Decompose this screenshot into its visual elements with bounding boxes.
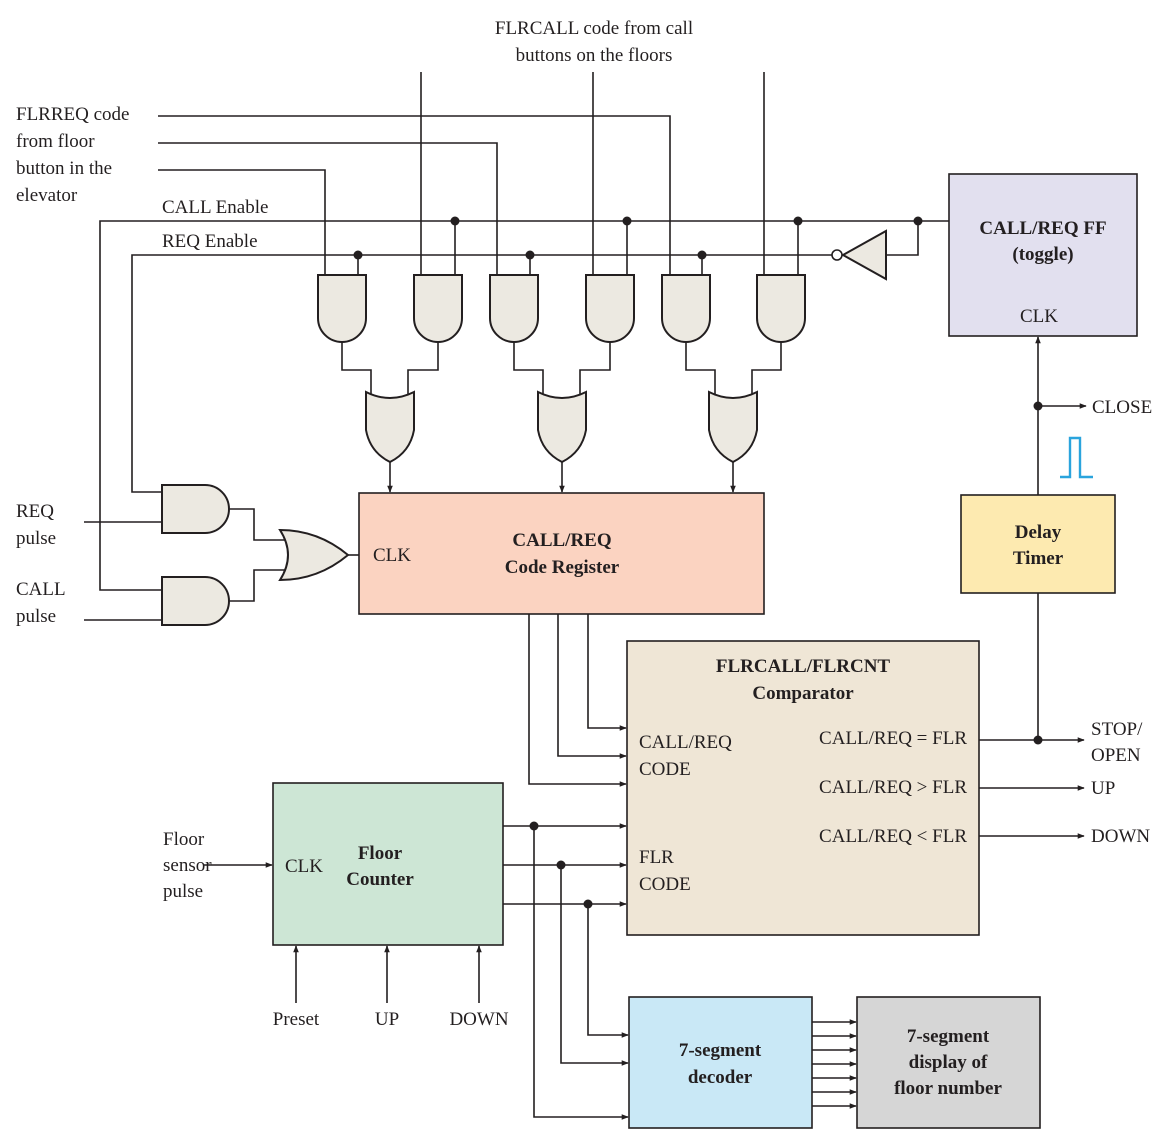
display-subtitle: display of <box>909 1052 988 1073</box>
call-enable-junction-2 <box>622 216 632 226</box>
req-enable-junction-2 <box>525 250 535 260</box>
call-enable-bus <box>99 220 949 591</box>
floor-sensor-label: Floor <box>163 829 205 850</box>
reg-cmp-wire-2 <box>557 614 627 759</box>
req-enable-junction-1 <box>353 250 363 260</box>
flrreq-label-4: elevator <box>16 185 78 206</box>
call-pulse-label-2: pulse <box>16 606 56 627</box>
and-gate-req-2 <box>489 274 539 343</box>
comparator-block <box>626 640 980 936</box>
pulse-icon <box>1060 436 1093 479</box>
req-and-or-wire <box>229 508 287 541</box>
comparator-eq-label: CALL/REQ = FLR <box>819 728 967 749</box>
or-gate-bit-2 <box>537 390 587 464</box>
up-out-label: UP <box>1091 778 1115 799</box>
flrreq-label-3: button in the <box>16 158 112 179</box>
inverter-input-wire <box>886 221 919 256</box>
and-or-wire-3b <box>751 342 782 398</box>
comparator-flr-code-label-2: CODE <box>639 874 691 895</box>
and-gate-call-3 <box>756 274 806 343</box>
comparator-gt-label: CALL/REQ > FLR <box>819 777 967 798</box>
req-pulse-label-2: pulse <box>16 528 56 549</box>
and-gate-req-pulse <box>161 484 230 534</box>
display-block <box>856 996 1041 1129</box>
code-register-subtitle: Code Register <box>505 557 620 578</box>
code-register-block <box>358 492 765 615</box>
req-enable-junction-3 <box>697 250 707 260</box>
preset-label: Preset <box>273 1009 320 1030</box>
floor-counter-subtitle: Counter <box>346 869 414 890</box>
call-enable-junction-3 <box>793 216 803 226</box>
req-enable-label: REQ Enable <box>162 231 258 252</box>
comparator-subtitle: Comparator <box>752 683 854 704</box>
comparator-lt-label: CALL/REQ < FLR <box>819 826 967 847</box>
and-gate-req-3 <box>661 274 711 343</box>
and-or-wire-3a <box>685 342 716 398</box>
stop-open-label: STOP/ <box>1091 719 1143 740</box>
close-label: CLOSE <box>1092 397 1152 418</box>
call-pulse-label: CALL <box>16 579 66 600</box>
comparator-callreq-code-label: CALL/REQ <box>639 732 732 753</box>
and-or-wire-1a <box>341 342 372 398</box>
callreq-ff-block <box>948 173 1138 337</box>
fc-dec-wire-2 <box>560 865 629 1066</box>
and-gate-call-2 <box>585 274 635 343</box>
delay-timer-subtitle: Timer <box>1013 548 1064 569</box>
call-and-or-wire <box>229 569 287 602</box>
call-enable-junction-1 <box>450 216 460 226</box>
display-title: 7-segment <box>907 1026 990 1047</box>
flrreq-label: FLRREQ code <box>16 104 129 125</box>
and-or-wire-1b <box>407 342 439 398</box>
reg-cmp-wire-3 <box>528 614 627 787</box>
decoder-block <box>628 996 813 1129</box>
inverter-bubble <box>831 249 843 261</box>
flrreq-label-2: from floor <box>16 131 95 152</box>
reg-cmp-wire-1 <box>587 614 627 731</box>
flrreq-wire-3 <box>158 169 326 275</box>
floor-sensor-label-2: sensor <box>163 855 212 876</box>
or-gate-bit-3 <box>708 390 758 464</box>
code-register-clk-label: CLK <box>373 545 411 566</box>
inverter-gate <box>840 229 887 281</box>
delay-timer-block <box>960 494 1116 594</box>
req-enable-bus <box>131 254 832 493</box>
callreq-ff-title: CALL/REQ FF <box>979 218 1106 239</box>
floor-counter-title: Floor <box>358 843 403 864</box>
and-gate-req-1 <box>317 274 367 343</box>
fc-dec-wire-1 <box>533 826 629 1120</box>
up-in-label: UP <box>375 1009 399 1030</box>
req-pulse-label: REQ <box>16 501 54 522</box>
stop-open-label-2: OPEN <box>1091 745 1141 766</box>
comparator-flr-code-label: FLR <box>639 847 674 868</box>
flrcall-label-2: buttons on the floors <box>516 45 673 66</box>
callreq-ff-clk-label: CLK <box>1020 306 1058 327</box>
and-gate-call-1 <box>413 274 463 343</box>
callreq-ff-subtitle: (toggle) <box>1012 244 1073 265</box>
floor-sensor-label-3: pulse <box>163 881 203 902</box>
display-subtitle-2: floor number <box>894 1078 1002 1099</box>
decoder-subtitle: decoder <box>688 1067 753 1088</box>
and-or-wire-2a <box>513 342 544 398</box>
delay-timer-title: Delay <box>1015 522 1062 543</box>
call-enable-label: CALL Enable <box>162 197 268 218</box>
comparator-callreq-code-label-2: CODE <box>639 759 691 780</box>
or-gate-bit-1 <box>365 390 415 464</box>
fc-dec-wire-3 <box>587 904 629 1038</box>
floor-counter-block <box>272 782 504 946</box>
code-register-title: CALL/REQ <box>512 530 611 551</box>
decoder-title: 7-segment <box>679 1040 762 1061</box>
down-out-label: DOWN <box>1091 826 1150 847</box>
floor-counter-clk-label: CLK <box>285 856 323 877</box>
flrreq-wire-2 <box>158 142 498 275</box>
flrreq-wire-1 <box>158 115 671 275</box>
comparator-title: FLRCALL/FLRCNT <box>716 656 891 677</box>
down-in-label: DOWN <box>449 1009 508 1030</box>
and-or-wire-2b <box>579 342 611 398</box>
flrcall-label: FLRCALL code from call <box>495 18 693 39</box>
or-gate-clk <box>278 528 350 582</box>
and-gate-call-pulse <box>161 576 230 626</box>
